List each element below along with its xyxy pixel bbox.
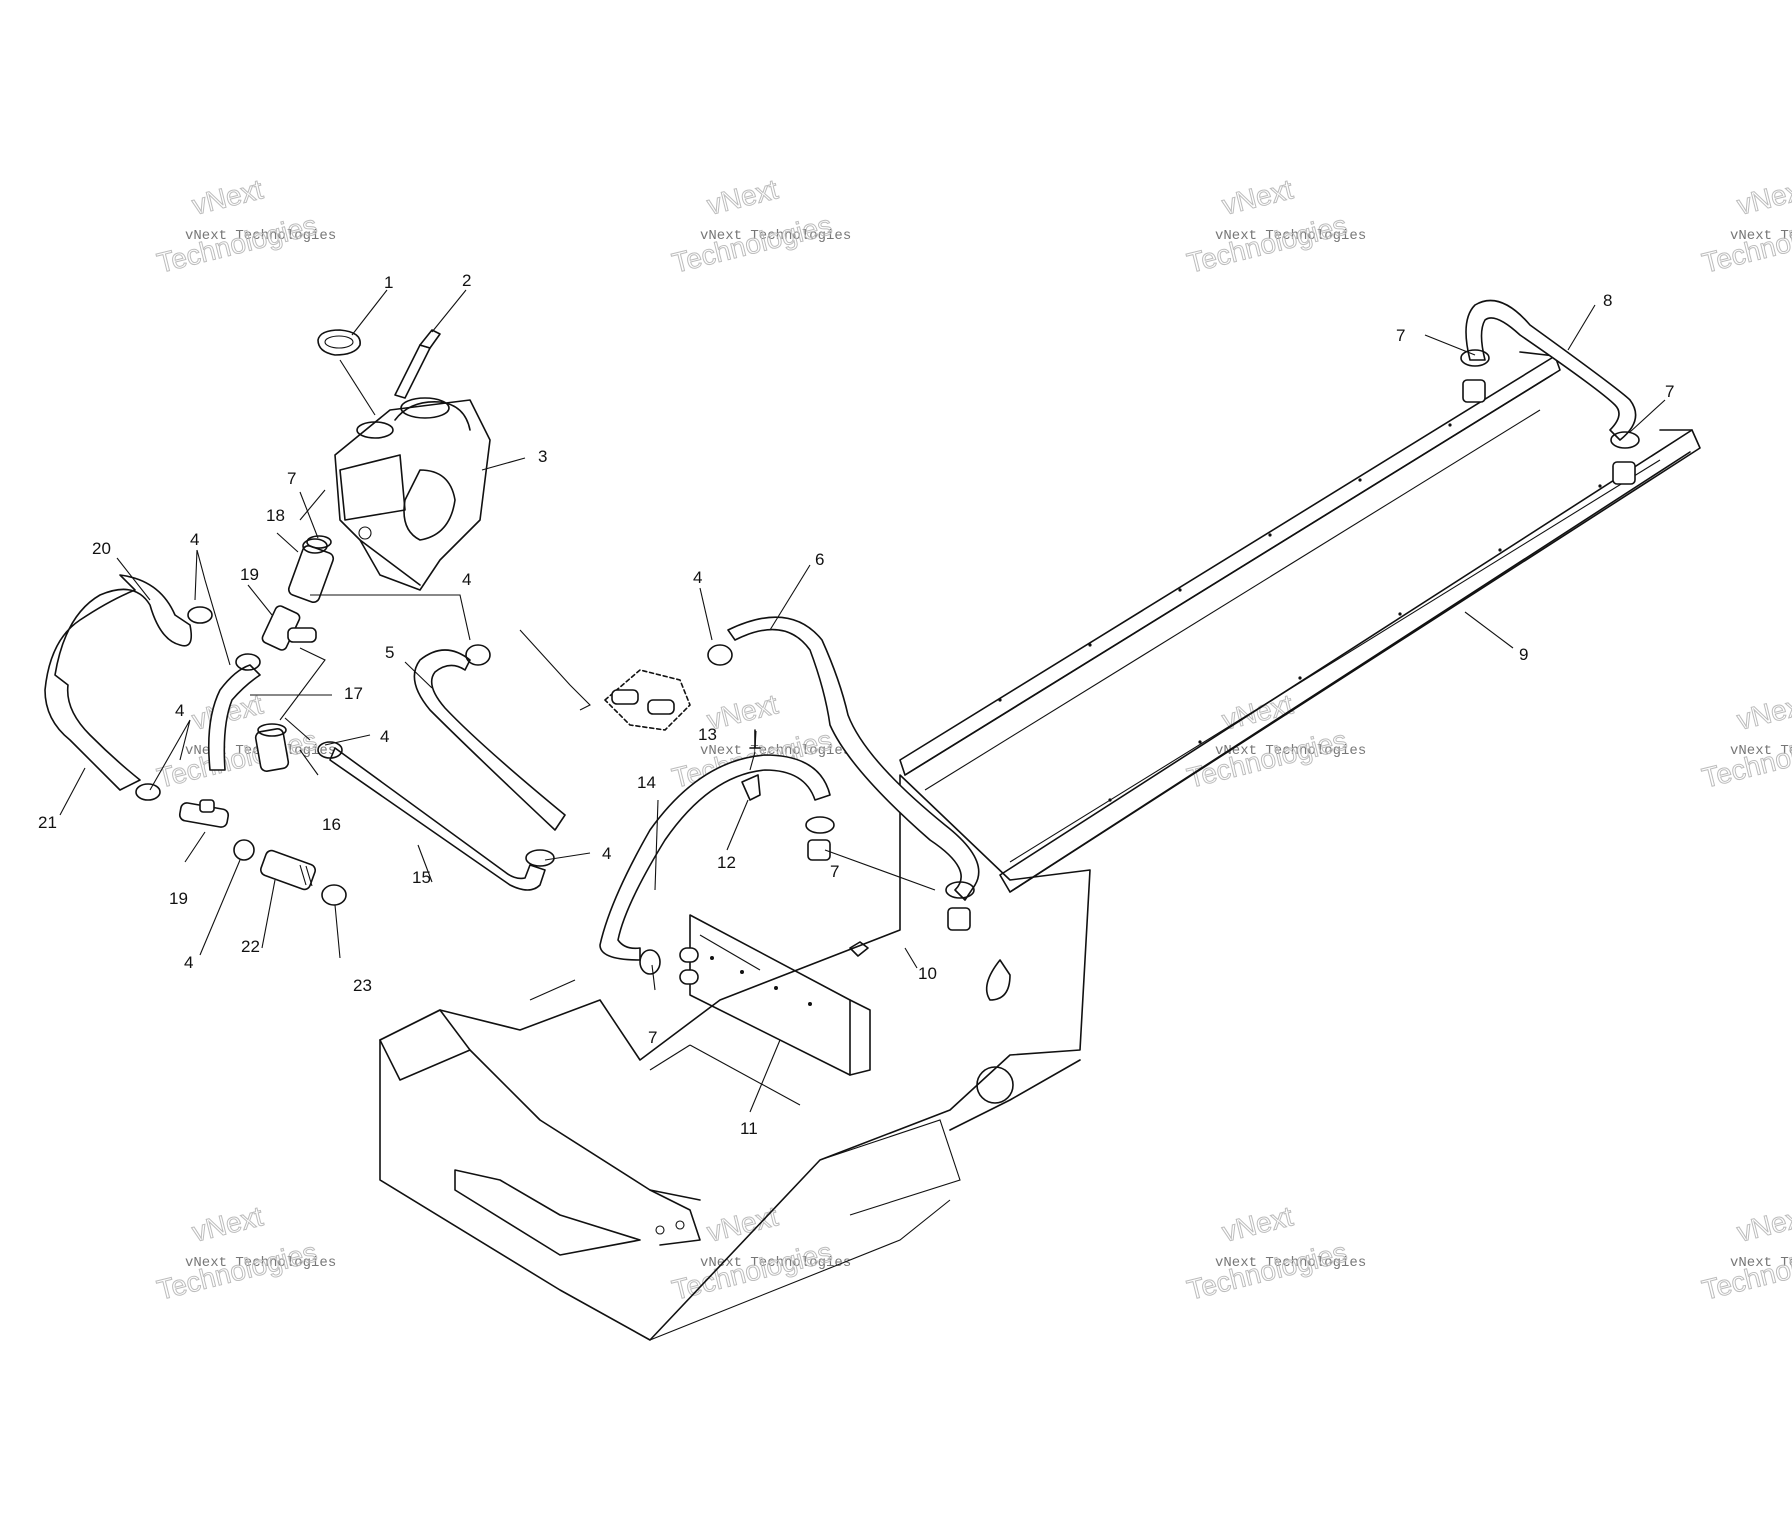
watermark-line-3: Technologies [1184,209,1350,279]
callout-4-g: 4 [184,953,193,972]
callout-6: 6 [815,550,824,569]
callout-4-e: 4 [380,727,389,746]
watermark-line-2: vNext Technologies [1730,228,1792,244]
callout-12: 12 [717,853,736,872]
callout-7-d: 7 [830,862,839,881]
watermark-line-2: vNext Technologies [1215,228,1366,244]
coolant-reservoir [334,397,491,591]
leader-lines [279,594,936,891]
watermark-line-3: Technologies [1184,724,1350,794]
hose-17 [207,664,261,771]
tee-fitting-16 [254,723,290,772]
watermark-line-2: vNext Technologies [1730,743,1792,759]
hose-15 [329,747,546,891]
watermark-line-2: vNext Technologies [700,1255,851,1271]
hose-14 [599,754,831,961]
callout-20: 20 [92,539,111,558]
watermark-line-1: vNext [704,173,781,220]
callout-14: 14 [637,773,656,792]
callout-4-a: 4 [190,530,199,549]
callout-17: 17 [344,684,363,703]
callout-18: 18 [266,506,285,525]
watermark-line-3: Technologies [669,209,835,279]
callout-labels: 1 2 3 4 4 4 4 4 4 4 5 6 7 7 7 7 7 8 9 10… [38,271,1674,1138]
fitting-18 [287,535,335,604]
callout-5: 5 [385,643,394,662]
hose-5 [413,649,566,831]
tunnel-chassis [379,351,1701,1341]
callout-23: 23 [353,976,372,995]
watermark-line-2: vNext Technologies [700,228,851,244]
callout-4-c: 4 [693,568,702,587]
callout-11: 11 [740,1119,758,1138]
callout-15: 15 [412,868,431,887]
callout-13: 13 [698,725,717,744]
tee-fitting-19-upper [261,605,317,651]
watermark-line-3: Technologies [154,209,320,279]
watermark-line-1: vNext [189,1200,266,1247]
watermark-line-1: vNext [704,1200,781,1247]
watermark-line-1: vNext [1734,173,1792,220]
callout-7-e: 7 [648,1028,657,1047]
watermark-line-1: vNext [189,173,266,220]
hose-8 [1465,299,1637,441]
watermark-line-1: vNext [1734,688,1792,735]
callout-7-b: 7 [1396,326,1405,345]
callout-9: 9 [1519,645,1528,664]
callout-2: 2 [462,271,471,290]
thermostat-housing [604,669,691,731]
watermark-line-3: Technologies [1184,1236,1350,1306]
callout-10: 10 [918,964,937,983]
callout-3: 3 [538,447,547,466]
radiator-cap [317,329,361,356]
heat-exchanger [529,914,871,1106]
bracket-12 [741,774,761,801]
watermark-line-2: vNext Technologies [185,228,336,244]
watermark-line-1: vNext [1219,1200,1296,1247]
watermark-line-1: vNext [1219,688,1296,735]
watermark-line-3: Technologies [154,1236,320,1306]
callout-4-d: 4 [175,701,184,720]
callout-19-a: 19 [240,565,259,584]
watermark-line-2: vNext Technologies [1730,1255,1792,1271]
callout-leaders [59,289,1666,1113]
watermark-line-1: vNext [1734,1200,1792,1247]
callout-4-b: 4 [462,570,471,589]
hose-20-21 [44,574,193,791]
callout-1: 1 [384,273,393,292]
tee-fitting-19-lower [178,799,230,828]
callout-21: 21 [38,813,57,832]
watermark-line-2: vNext Technologies [1215,743,1366,759]
callout-8: 8 [1603,291,1612,310]
couplers [302,349,1640,975]
pipe-22 [260,849,316,891]
watermark-line-3: Technologies [154,724,320,794]
hose-6 [727,616,980,901]
watermark-line-3: Technologies [669,1236,835,1306]
callout-19-b: 19 [169,889,188,908]
callout-4-f: 4 [602,844,611,863]
callout-22: 22 [241,937,260,956]
watermark-line-1: vNext [1219,173,1296,220]
callout-16: 16 [322,815,341,834]
hose-clamps [135,606,733,906]
watermark-line-2: vNext Technologies [1215,1255,1366,1271]
watermark-line-2: vNext Technologies [185,1255,336,1271]
callout-7-a: 7 [287,469,296,488]
vent-hose [394,329,441,399]
watermark-line-2: vNext Technologies [700,743,851,759]
callout-7-c: 7 [1665,382,1674,401]
